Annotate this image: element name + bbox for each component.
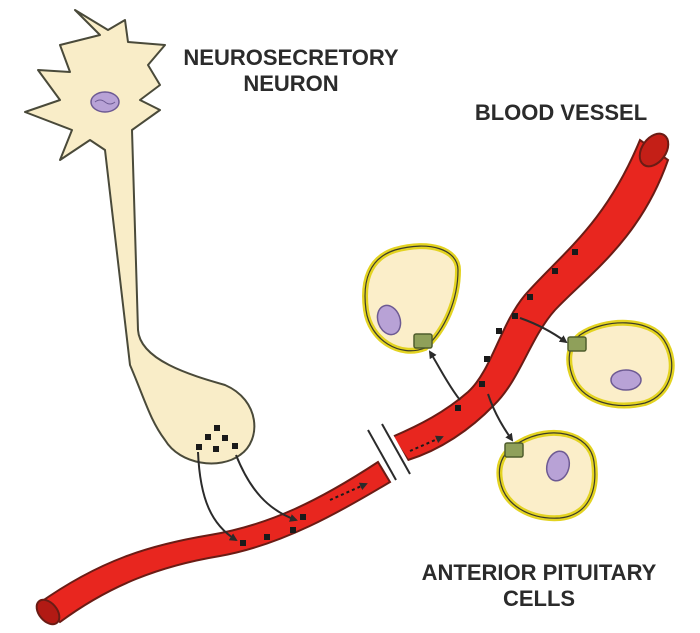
neuron-vesicle [222,435,228,441]
hormone-dot [484,356,490,362]
neuron-vesicle [196,444,202,450]
blood-vessel-label: BLOOD VESSEL [430,100,692,126]
hormone-dot [240,540,246,546]
pituitary-cell-1 [365,246,458,351]
neuron-label-line1: NEUROSECRETORY [146,45,436,71]
hormone-dot [290,527,296,533]
cell-nucleus [611,370,641,390]
receptor-icon [568,337,586,351]
neuron-vesicle [214,425,220,431]
neurosecretory-neuron-label: NEUROSECRETORY NEURON [146,45,436,97]
pituitary-label-line1: ANTERIOR PITUITARY [380,560,698,586]
pituitary-label-line2: CELLS [380,586,698,612]
hormone-dot [496,328,502,334]
pituitary-cell-3 [499,433,594,518]
anterior-pituitary-cells-label: ANTERIOR PITUITARY CELLS [380,560,698,612]
neuron-vesicle [213,446,219,452]
hormone-dot [572,249,578,255]
hormone-dot [552,268,558,274]
hormone-dot [300,514,306,520]
hormone-dot [455,405,461,411]
receptor-icon [505,443,523,457]
receptor-icon [414,334,432,348]
hormone-dot [479,381,485,387]
neuron-vesicle [205,434,211,440]
hormone-dot [512,313,518,319]
neuron-label-line2: NEURON [146,71,436,97]
hormone-dot [264,534,270,540]
pituitary-cell-2 [568,323,672,406]
blood-vessel-lower-segment [32,462,390,628]
hormone-dot [527,294,533,300]
neuron-vesicle [232,443,238,449]
